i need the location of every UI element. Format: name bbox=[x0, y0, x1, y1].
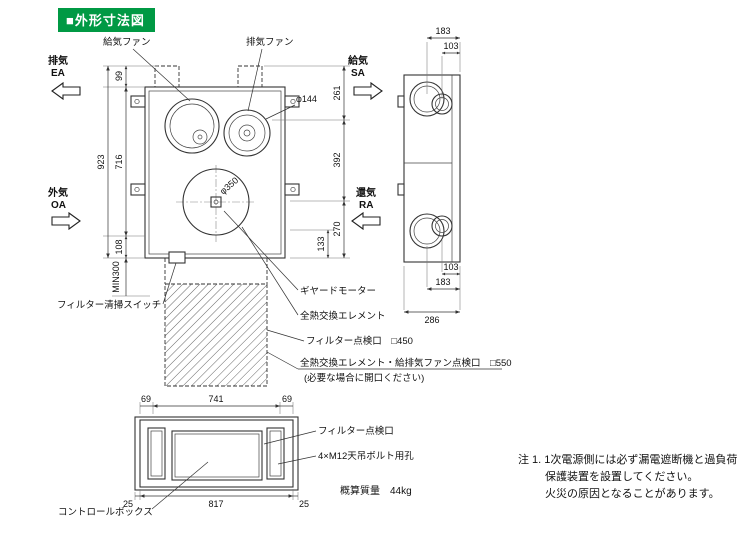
hatch-area bbox=[164, 283, 268, 387]
dim-716: 716 bbox=[114, 154, 124, 169]
supply-fan bbox=[164, 98, 220, 154]
sa-arrow-icon bbox=[353, 81, 383, 101]
bottom-flange bbox=[134, 416, 299, 491]
callout-supply-fan: 給気ファン bbox=[103, 36, 151, 48]
bottom-callouts: フィルター点検口 4×M12天吊ボルト用孔 コントロールボックス 概算質量 44… bbox=[58, 425, 414, 518]
dim-741: 741 bbox=[208, 394, 223, 404]
filter-switch-component bbox=[168, 251, 186, 264]
side-view: 183 103 103 183 286 bbox=[397, 26, 461, 325]
dim-817: 817 bbox=[208, 499, 223, 509]
callout-control-box: コントロールボックス bbox=[58, 507, 153, 518]
oa-code: OA bbox=[51, 200, 66, 211]
callout-heat-exchange-element: 全熱交換エレメント bbox=[300, 310, 386, 322]
dim-99: 99 bbox=[114, 71, 124, 81]
dim-923: 923 bbox=[96, 154, 106, 169]
front-view: φ350 923 99 716 bbox=[47, 36, 512, 387]
ea-code: EA bbox=[51, 68, 65, 79]
bottom-dims-top: 69 741 69 bbox=[139, 394, 294, 414]
sa-label: 給気 bbox=[348, 54, 368, 67]
ra-arrow-icon bbox=[351, 211, 381, 231]
rear-duct-collar-left bbox=[154, 65, 180, 88]
sa-code: SA bbox=[351, 68, 365, 79]
airflow-labels: 排気 EA 外気 OA 給気 SA 還気 RA bbox=[47, 54, 383, 231]
dim-side-top-103: 103 bbox=[443, 41, 458, 51]
control-box-panel bbox=[171, 430, 263, 481]
bottom-view: 69 741 69 25 817 25 フィルター点検口 4×M bbox=[58, 394, 414, 518]
dim-69-left: 69 bbox=[141, 394, 151, 404]
oa-arrow-icon bbox=[51, 211, 81, 231]
dim-270: 270 bbox=[332, 221, 342, 236]
rear-duct-collar-right bbox=[237, 65, 263, 88]
unit-body-inner-line bbox=[148, 90, 282, 255]
dim-25-left: 25 bbox=[123, 499, 133, 509]
mass-label: 概算質量 44kg bbox=[340, 484, 412, 497]
ra-code: RA bbox=[359, 200, 373, 211]
callout-bolt-holes: 4×M12天吊ボルト用孔 bbox=[318, 451, 414, 462]
dim-side-bottom-103: 103 bbox=[443, 262, 458, 272]
ea-arrow-icon bbox=[51, 81, 81, 101]
side-bracket-bottom bbox=[397, 183, 405, 196]
dim-261: 261 bbox=[332, 85, 342, 100]
dim-25-right: 25 bbox=[299, 499, 309, 509]
component-callouts: フィルター清掃スイッチ ギヤードモーター 全熱交換エレメント フィルター点検口 … bbox=[57, 210, 512, 384]
callout-filter-inspection-port-bottom: フィルター点検口 bbox=[318, 425, 394, 437]
dim-side-top-183: 183 bbox=[435, 26, 450, 36]
dim-min300: MIN300 bbox=[111, 261, 121, 293]
warning-note: 注 1. 1次電源側には必ず漏電遮断機と過負荷 保護装置を設置してください。 火… bbox=[518, 452, 737, 500]
dim-side-286: 286 bbox=[424, 315, 439, 325]
callout-opening-note: (必要な場合に開口ください) bbox=[304, 372, 424, 384]
bottom-left-slot bbox=[147, 427, 166, 480]
dim-side-bottom-183: 183 bbox=[435, 277, 450, 287]
note-line1: 注 1. 1次電源側には必ず漏電遮断機と過負荷 bbox=[518, 452, 737, 466]
front-dims-right: 261 392 270 133 φ144 bbox=[264, 65, 350, 259]
bottom-right-slot bbox=[266, 427, 285, 480]
callout-filter-inspection-port: フィルター点検口 □450 bbox=[306, 335, 413, 347]
note-line2: 保護装置を設置してください。 bbox=[545, 469, 698, 483]
exhaust-fan bbox=[223, 109, 271, 157]
side-bracket-top bbox=[397, 95, 405, 108]
dim-108: 108 bbox=[114, 239, 124, 254]
service-opening bbox=[164, 258, 268, 387]
callout-element-fan-inspection-port: 全熱交換エレメント・給排気ファン点検口 □550 bbox=[300, 357, 512, 369]
dim-69-right: 69 bbox=[282, 394, 292, 404]
hanging-brackets bbox=[130, 95, 300, 196]
dim-392: 392 bbox=[332, 152, 342, 167]
dim-phi144: φ144 bbox=[296, 94, 317, 104]
ra-label: 還気 bbox=[356, 186, 376, 199]
callout-exhaust-fan: 排気ファン bbox=[246, 36, 294, 48]
page-title: ■外形寸法図 bbox=[58, 8, 155, 32]
side-dims: 183 103 103 183 286 bbox=[403, 26, 461, 325]
callout-filter-switch: フィルター清掃スイッチ bbox=[57, 299, 161, 311]
ea-label: 排気 bbox=[48, 54, 68, 67]
bottom-dims-bottom: 25 817 25 bbox=[123, 489, 309, 509]
callout-geared-motor: ギヤードモーター bbox=[300, 286, 376, 297]
oa-label: 外気 bbox=[47, 186, 68, 199]
dim-133: 133 bbox=[316, 236, 326, 251]
fan-callouts: 給気ファン 排気ファン bbox=[103, 36, 294, 112]
note-line3: 火災の原因となることがあります。 bbox=[545, 486, 720, 500]
front-dims-left: 923 99 716 108 MIN300 bbox=[96, 65, 158, 297]
